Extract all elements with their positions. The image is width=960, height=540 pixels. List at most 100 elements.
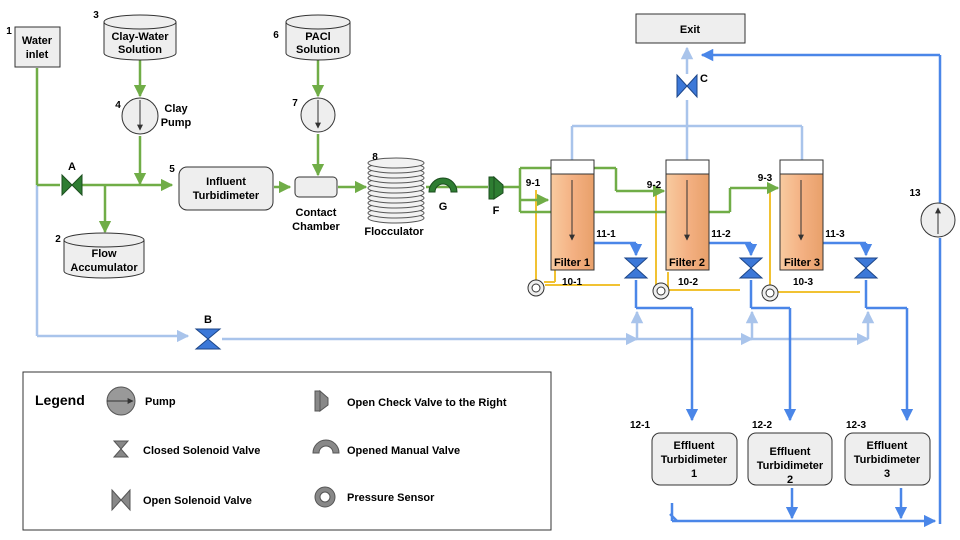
clay-water-label-1: Clay-Water bbox=[111, 31, 169, 43]
clay-water-tank: Clay-Water Solution 3 bbox=[93, 10, 177, 61]
legend-title: Legend bbox=[35, 392, 85, 408]
contact-chamber-label-1: Contact bbox=[296, 207, 337, 219]
contact-chamber-label-2: Chamber bbox=[292, 221, 340, 233]
valve-11-1[interactable] bbox=[623, 257, 649, 279]
effluent-3-label-3: 3 bbox=[884, 468, 890, 480]
effluent-1-label-2: Turbidimeter bbox=[661, 454, 728, 466]
filter-2-outlet: 11-2 bbox=[711, 229, 731, 240]
effluent-2-label-3: 2 bbox=[787, 474, 793, 486]
pressure-sensor-3 bbox=[761, 284, 779, 302]
filter-1: Filter 1 9-1 11-1 10-1 bbox=[526, 159, 616, 288]
valve-a[interactable]: A bbox=[61, 161, 83, 197]
legend-closed-solenoid-label: Closed Solenoid Valve bbox=[143, 445, 260, 457]
clay-water-label-2: Solution bbox=[118, 44, 162, 56]
clay-pump-number: 4 bbox=[115, 100, 121, 111]
pump-13: 13 bbox=[909, 188, 956, 238]
effluent-turbidimeter-1: Effluent Turbidimeter 1 12-1 bbox=[630, 420, 738, 486]
effluent-3-number: 12-3 bbox=[846, 420, 866, 431]
paci-pump: 7 bbox=[292, 97, 336, 133]
clay-pump-label-1: Clay bbox=[164, 103, 188, 115]
clay-pump: 4 Clay Pump bbox=[115, 97, 192, 135]
paci-tank: PACl Solution 6 bbox=[273, 14, 351, 61]
flow-accumulator: Flow Accumulator 2 bbox=[55, 232, 145, 279]
effluent-1-number: 12-1 bbox=[630, 420, 650, 431]
legend-open-solenoid-label: Open Solenoid Valve bbox=[143, 495, 252, 507]
valve-g-label: G bbox=[439, 201, 448, 213]
legend-pressure-sensor-icon bbox=[314, 486, 336, 508]
legend-pump-icon bbox=[106, 386, 136, 416]
legend-open-solenoid-icon bbox=[111, 488, 131, 512]
paci-number: 6 bbox=[273, 30, 279, 41]
water-inlet-number: 1 bbox=[6, 26, 12, 37]
effluent-3-label-1: Effluent bbox=[867, 440, 908, 452]
flow-accumulator-label-1: Flow bbox=[91, 248, 116, 260]
filter-2-inlet: 9-2 bbox=[647, 180, 662, 191]
valve-b-label: B bbox=[204, 314, 212, 326]
valve-a-label: A bbox=[68, 161, 76, 173]
filter-3-name: Filter 3 bbox=[784, 257, 820, 269]
clay-water-number: 3 bbox=[93, 10, 99, 21]
valve-b[interactable]: B bbox=[194, 314, 222, 350]
filter-3-sensor-label: 10-3 bbox=[793, 277, 813, 288]
contact-chamber: Contact Chamber bbox=[292, 176, 341, 233]
filter-1-name: Filter 1 bbox=[554, 257, 590, 269]
effluent-2-label-1: Effluent bbox=[770, 446, 811, 458]
valve-f[interactable]: F bbox=[488, 175, 504, 217]
valve-11-2[interactable] bbox=[738, 257, 764, 279]
filter-1-outlet: 11-1 bbox=[596, 229, 616, 240]
water-inlet-label-1: Water bbox=[22, 35, 53, 47]
exit-box: Exit bbox=[635, 13, 746, 44]
pump-13-number: 13 bbox=[909, 188, 921, 199]
flow-accumulator-number: 2 bbox=[55, 234, 61, 245]
influent-turbidimeter-label-1: Influent bbox=[206, 176, 246, 188]
valve-11-3[interactable] bbox=[853, 257, 879, 279]
legend-pump-label: Pump bbox=[145, 396, 176, 408]
filter-2-name: Filter 2 bbox=[669, 257, 705, 269]
clay-pump-label-2: Pump bbox=[161, 117, 192, 129]
water-inlet: Water inlet 1 bbox=[6, 26, 61, 68]
flocculator: 8 Flocculator bbox=[364, 152, 425, 238]
valve-f-label: F bbox=[493, 205, 500, 217]
bypass-lines bbox=[35, 46, 875, 346]
pressure-sensor-2 bbox=[652, 282, 670, 300]
paci-label-2: Solution bbox=[296, 44, 340, 56]
legend-check-valve-icon bbox=[314, 389, 329, 412]
filter-2-sensor-label: 10-2 bbox=[678, 277, 698, 288]
influent-turbidimeter-label-2: Turbidimeter bbox=[193, 190, 260, 202]
pressure-lines bbox=[535, 190, 860, 293]
filter-1-sensor-label: 10-1 bbox=[562, 277, 582, 288]
influent-turbidimeter-number: 5 bbox=[169, 164, 175, 175]
effluent-1-label-3: 1 bbox=[691, 468, 697, 480]
effluent-lines bbox=[593, 48, 942, 528]
paci-label-1: PACl bbox=[305, 31, 330, 43]
flocculator-number: 8 bbox=[372, 152, 378, 163]
valve-c-label: C bbox=[700, 73, 708, 85]
legend-manual-valve-icon bbox=[312, 439, 340, 454]
pressure-sensor-1 bbox=[527, 279, 545, 297]
influent-turbidimeter: Influent Turbidimeter 5 bbox=[169, 164, 274, 211]
flocculator-label: Flocculator bbox=[364, 226, 424, 238]
legend: Legend Pump Closed Solenoid Valve Open S… bbox=[22, 371, 552, 531]
filter-3-inlet: 9-3 bbox=[758, 173, 773, 184]
exit-label: Exit bbox=[680, 24, 701, 36]
effluent-turbidimeter-3: Effluent Turbidimeter 3 12-3 bbox=[844, 420, 931, 486]
legend-check-valve-label: Open Check Valve to the Right bbox=[347, 397, 507, 409]
legend-manual-valve-label: Opened Manual Valve bbox=[347, 445, 460, 457]
effluent-turbidimeter-2: Effluent Turbidimeter 2 12-2 bbox=[747, 420, 833, 486]
valve-c[interactable]: C bbox=[676, 73, 708, 99]
water-inlet-label-2: inlet bbox=[26, 49, 49, 61]
effluent-3-label-2: Turbidimeter bbox=[854, 454, 921, 466]
filter-3: Filter 3 9-3 11-3 10-3 bbox=[758, 159, 845, 288]
flow-accumulator-label-2: Accumulator bbox=[70, 262, 138, 274]
filter-2: Filter 2 9-2 11-2 10-2 bbox=[647, 159, 731, 288]
effluent-2-number: 12-2 bbox=[752, 420, 772, 431]
legend-pressure-sensor-label: Pressure Sensor bbox=[347, 492, 435, 504]
legend-closed-solenoid-icon bbox=[112, 440, 130, 458]
paci-pump-number: 7 bbox=[292, 98, 298, 109]
effluent-1-label-1: Effluent bbox=[674, 440, 715, 452]
valve-g[interactable]: G bbox=[428, 177, 458, 213]
filter-1-inlet: 9-1 bbox=[526, 178, 541, 189]
effluent-2-label-2: Turbidimeter bbox=[757, 460, 824, 472]
